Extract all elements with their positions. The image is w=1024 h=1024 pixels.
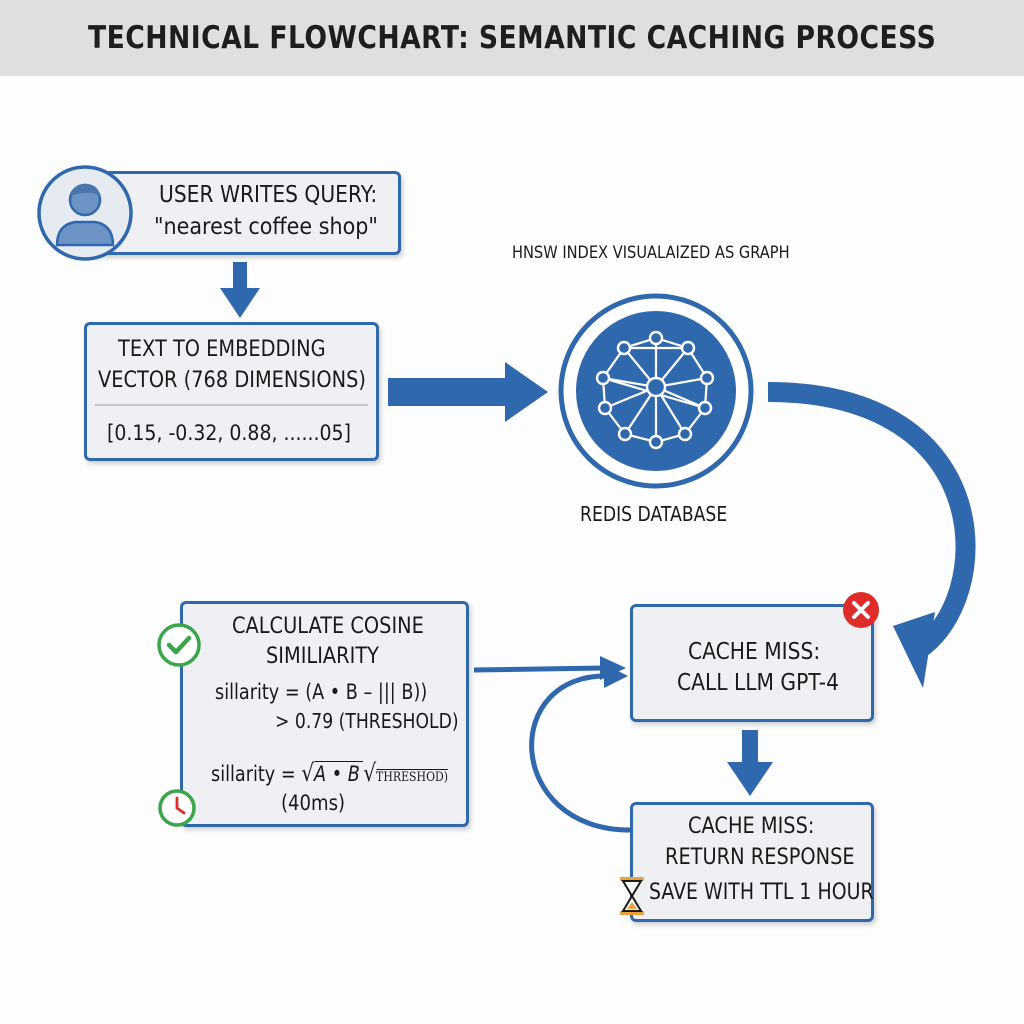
formula-2-sqrt-2: √ xyxy=(363,759,377,787)
cache-miss-line-1: CACHE MISS: xyxy=(688,639,821,665)
error-badge xyxy=(841,590,881,630)
cosine-threshold: > 0.79 (THRESHOLD) xyxy=(275,709,459,733)
query-box: USER WRITES QUERY: "nearest coffee shop" xyxy=(78,171,401,255)
return-response-box: CACHE MISS: RETURN RESPONSE SAVE WITH TT… xyxy=(630,802,874,922)
arrow-return-loop xyxy=(529,664,631,833)
cache-miss-line-2: CALL LLM GPT-4 xyxy=(677,670,840,696)
formula-2-ab: A • B xyxy=(314,761,364,786)
return-line-2: RETURN RESPONSE xyxy=(665,845,855,870)
return-line-3: SAVE WITH TTL 1 HOUR xyxy=(649,880,874,905)
query-line-1: USER WRITES QUERY: xyxy=(159,182,378,208)
embedding-line-1: TEXT TO EMBEDDING xyxy=(118,337,326,362)
return-line-1: CACHE MISS: xyxy=(688,814,815,839)
redis-database-node xyxy=(557,292,755,490)
hnsw-caption: HNSW INDEX VISUALAIZED AS GRAPH xyxy=(512,243,790,263)
arrow-redis-to-cache-miss xyxy=(767,382,976,688)
cosine-line-1: CALCULATE COSINE xyxy=(232,614,424,639)
latency-badge xyxy=(157,788,197,828)
cosine-formula-1: sillarity = (A • B – ||| B)) xyxy=(215,680,428,704)
cache-miss-llm-box: CACHE MISS: CALL LLM GPT-4 xyxy=(630,604,874,722)
user-avatar xyxy=(35,163,135,263)
query-line-2: "nearest coffee shop" xyxy=(154,214,378,240)
arrow-query-to-embedding xyxy=(220,262,260,318)
formula-2-prefix: sillarity = xyxy=(211,762,302,786)
cosine-latency: (40ms) xyxy=(281,791,346,815)
graph-network-icon xyxy=(558,293,754,489)
embedding-vector: [0.15, -0.32, 0.88, ......05] xyxy=(107,421,351,445)
formula-2-sqrt-1: √ xyxy=(301,759,315,787)
page-title: TECHNICAL FLOWCHART: SEMANTIC CACHING PR… xyxy=(87,20,937,56)
user-icon xyxy=(37,165,133,261)
title-bar: TECHNICAL FLOWCHART: SEMANTIC CACHING PR… xyxy=(0,0,1024,76)
arrow-embedding-to-redis xyxy=(388,362,548,422)
embedding-box: TEXT TO EMBEDDING VECTOR (768 DIMENSIONS… xyxy=(84,322,379,461)
hourglass-icon xyxy=(620,877,644,915)
arrow-cache-miss-to-return xyxy=(727,730,773,796)
checkmark-icon xyxy=(157,623,201,667)
success-badge xyxy=(156,622,202,668)
cosine-line-2: SIMILIARITY xyxy=(266,644,379,669)
redis-caption: REDIS DATABASE xyxy=(580,502,728,526)
embedding-divider xyxy=(95,404,368,406)
formula-2-small: THRESHOD) xyxy=(376,769,449,785)
ttl-badge xyxy=(618,876,646,916)
cosine-box: CALCULATE COSINE SIMILIARITY sillarity =… xyxy=(180,601,469,827)
clock-icon xyxy=(158,789,196,827)
close-icon xyxy=(843,592,879,628)
embedding-line-2: VECTOR (768 DIMENSIONS) xyxy=(98,368,366,393)
cosine-formula-2: sillarity = √A • B√THRESHOD) xyxy=(211,759,449,787)
